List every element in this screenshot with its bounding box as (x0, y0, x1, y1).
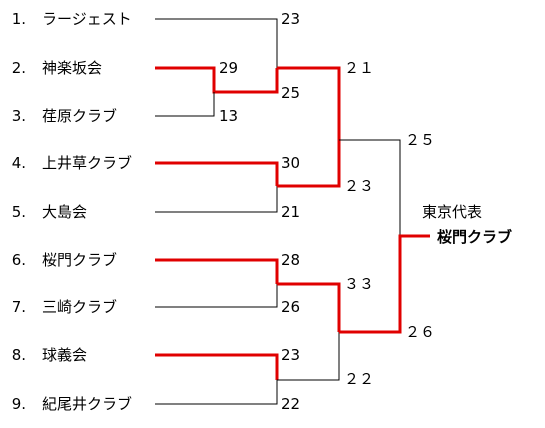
score: ２３ (344, 177, 375, 195)
line-semi-bottom (339, 234, 430, 334)
score: 13 (219, 107, 239, 125)
team-name: ラージェスト (42, 10, 132, 28)
score: 23 (281, 10, 301, 28)
team-name: 神楽坂会 (42, 59, 103, 77)
score: 22 (281, 395, 301, 413)
score: 29 (219, 59, 239, 77)
score: 23 (281, 346, 301, 364)
winner-caption: 東京代表 (422, 203, 483, 221)
team-name: 球義会 (42, 346, 88, 364)
score: ２６ (405, 323, 436, 341)
line-team-8 (155, 353, 279, 380)
score: 26 (281, 298, 301, 316)
team-name: 紀尾井クラブ (42, 395, 133, 413)
score: ３３ (344, 275, 375, 293)
team-name: 三崎クラブ (42, 298, 118, 316)
score: ２２ (344, 370, 375, 388)
line-r2-bottom-lower (277, 332, 340, 381)
seed-number: 5. (11, 203, 26, 221)
score: 25 (281, 84, 301, 102)
line-team-5 (155, 186, 278, 213)
line-team-3 (155, 92, 215, 117)
line-team-6 (155, 258, 279, 284)
line-team-1 (155, 18, 278, 68)
score: ２１ (344, 59, 375, 77)
score: 28 (281, 251, 301, 269)
seed-number: 3. (11, 107, 26, 125)
line-r2-top (277, 66, 341, 140)
line-r2-bottom (277, 282, 341, 332)
seed-number: 7. (11, 298, 26, 316)
seed-number: 9. (11, 395, 26, 413)
team-name: 桜門クラブ (42, 251, 118, 269)
line-team-9 (155, 380, 278, 405)
winner-name: 桜門クラブ (437, 228, 513, 246)
team-name: 上井草クラブ (42, 154, 133, 172)
seed-number: 6. (11, 251, 26, 269)
team-name: 荏原クラブ (42, 107, 118, 125)
seed-number: 1. (11, 10, 26, 28)
line-semi-top (339, 139, 401, 236)
line-r2-top-lower (277, 140, 341, 188)
seed-number: 2. (11, 59, 26, 77)
score: ２５ (405, 131, 436, 149)
team-name: 大島会 (42, 203, 88, 221)
line-team-2 (155, 66, 279, 94)
score: 21 (281, 203, 301, 221)
seed-number: 4. (11, 154, 26, 172)
line-team-4 (155, 161, 279, 186)
score: 30 (281, 154, 301, 172)
line-team-7 (155, 284, 278, 308)
seed-number: 8. (11, 346, 26, 364)
